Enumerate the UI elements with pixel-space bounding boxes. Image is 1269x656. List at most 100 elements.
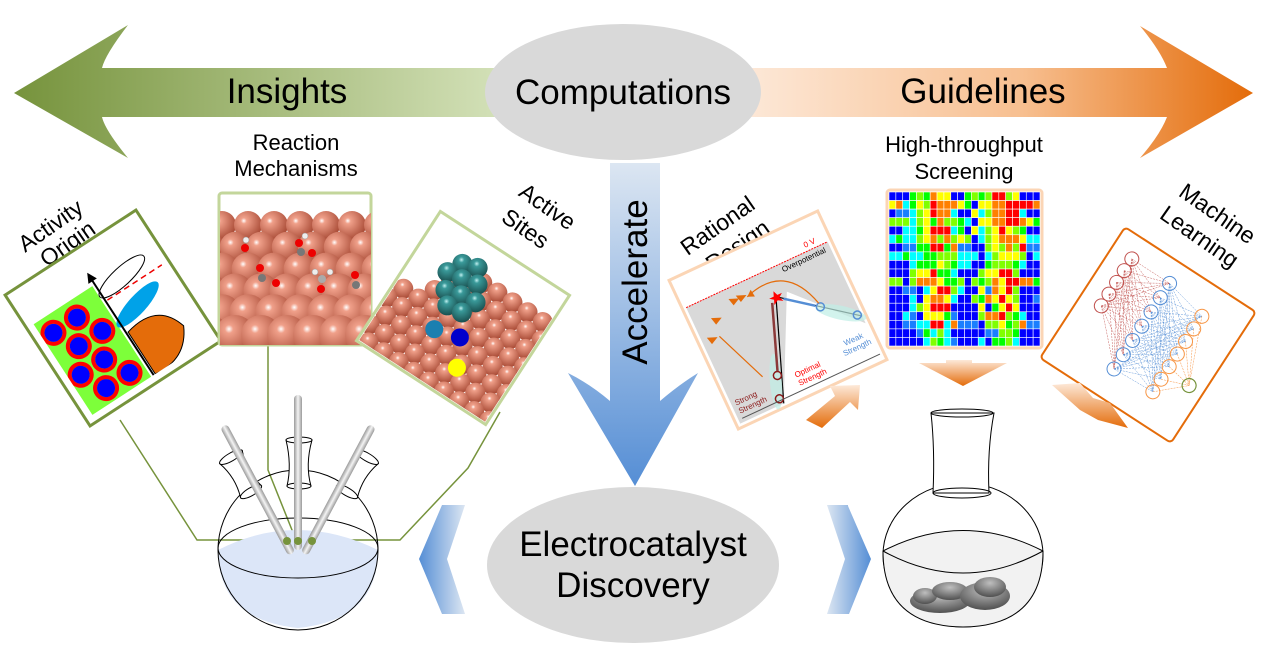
nn-edge — [1141, 326, 1178, 355]
heatmap-cell — [909, 277, 917, 287]
charge-ring — [40, 319, 67, 346]
heatmap-cell — [909, 328, 917, 338]
heatmap-cell — [943, 311, 952, 321]
heatmap-cell — [923, 260, 931, 270]
nn-edge — [1169, 283, 1194, 329]
nn-edge — [1169, 366, 1190, 386]
copper-atom — [498, 347, 519, 368]
dopant-atom-teal — [425, 320, 444, 339]
heatmap-cell — [1032, 285, 1041, 295]
heatmap-cell — [943, 302, 952, 313]
heatmap-cell — [964, 191, 972, 201]
heatmap-cell — [1032, 208, 1041, 218]
heatmap-cell — [991, 294, 1000, 304]
heatmap-cell — [923, 285, 931, 295]
copper-atom — [404, 343, 425, 364]
charge-center — [97, 379, 116, 398]
heatmap-cell — [888, 225, 897, 236]
heatmap-cell — [888, 191, 897, 201]
heatmap-cell — [984, 277, 993, 287]
heatmap-cell — [943, 277, 952, 287]
heatmap-cell — [957, 285, 965, 295]
accelerate-label: Accelerate — [616, 199, 655, 364]
heatmap-cell — [888, 294, 897, 304]
nn-edge — [1160, 297, 1178, 355]
heatmap-cell — [909, 234, 917, 244]
copper-atom — [408, 288, 429, 309]
heatmap-cell — [929, 328, 938, 338]
heatmap-cell — [991, 328, 1000, 338]
nn-edge — [1177, 353, 1190, 386]
heatmap-cell — [895, 268, 904, 278]
nn-edge — [1141, 326, 1186, 342]
heatmap-cell — [888, 302, 897, 313]
nn-edge — [1150, 311, 1154, 392]
heatmap-cell — [888, 328, 897, 338]
heatmap-cell — [984, 208, 993, 218]
heatmap-cell — [977, 234, 986, 244]
nn-edge — [1160, 297, 1202, 317]
strength-axis — [741, 353, 881, 419]
heatmap-cell — [909, 337, 917, 347]
heatmap-cell — [909, 320, 917, 330]
nn-edge — [1124, 270, 1133, 341]
heatmap-cell — [950, 277, 958, 287]
heatmap-cell — [916, 225, 924, 236]
heatmap-cell — [1025, 225, 1034, 236]
heatmap-cell — [888, 217, 897, 227]
heatmap-cell — [1012, 191, 1020, 201]
heatmap-cell — [1025, 268, 1034, 278]
heatmap-cell — [977, 337, 986, 347]
nn-edge — [1132, 316, 1202, 341]
heatmap-cell — [950, 337, 958, 347]
heatmap-cell — [950, 217, 958, 227]
heatmap-cell — [1025, 320, 1034, 330]
copper-atom — [286, 211, 314, 239]
heatmap-cell — [957, 320, 965, 330]
heatmap-cell — [1025, 200, 1034, 210]
screening-heatmap — [888, 191, 1041, 347]
heatmap-cell — [1005, 234, 1013, 244]
left-blue-arrow — [419, 505, 465, 614]
active-site-slab — [359, 253, 553, 422]
heatmap-cell — [950, 191, 958, 201]
heatmap-cell — [923, 277, 931, 287]
heatmap-cell — [957, 294, 965, 304]
heatmap-cell — [895, 251, 904, 261]
heatmap-cell — [916, 311, 924, 321]
nn-edge — [1152, 283, 1170, 392]
heatmap-cell — [1019, 243, 1027, 253]
heatmap-cell — [977, 268, 986, 278]
heatmap-cell — [1019, 217, 1027, 227]
heatmap-cell — [1032, 243, 1041, 253]
heatmap-cell — [984, 260, 993, 270]
cluster-atom — [451, 269, 472, 290]
heatmap-cell — [936, 217, 945, 227]
heatmap-cell — [950, 208, 958, 218]
heatmap-cell — [943, 191, 952, 201]
charge-center — [69, 337, 88, 356]
heatmap-cell — [1012, 251, 1020, 261]
heatmap-cell — [991, 268, 1000, 278]
heatmap-cell — [1025, 328, 1034, 338]
heatmap-cell — [950, 200, 958, 210]
heatmap-cell — [1012, 320, 1020, 330]
heatmap-cell — [957, 234, 965, 244]
heatmap-cell — [902, 337, 910, 347]
cluster-atom — [467, 274, 488, 295]
heatmap-cell — [916, 277, 924, 287]
machine-learning-output-arrow — [1052, 383, 1128, 428]
nn-input-node — [1093, 298, 1109, 314]
optimal-point-star — [769, 291, 784, 306]
nn-edge — [1116, 282, 1133, 341]
heatmap-cell — [964, 268, 972, 278]
heatmap-cell — [1005, 277, 1013, 287]
nn-hidden-node — [1115, 347, 1131, 363]
heatmap-cell — [1032, 251, 1041, 261]
heatmap-cell — [971, 191, 979, 201]
heatmap-cell — [971, 337, 979, 347]
copper-atom — [436, 344, 457, 365]
heatmap-cell — [916, 260, 924, 270]
heatmap-cell — [971, 260, 979, 270]
heatmap-cell — [964, 302, 972, 313]
